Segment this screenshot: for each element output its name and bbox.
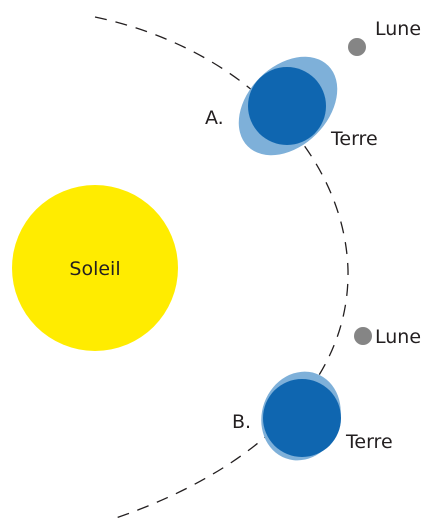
moon-a — [348, 38, 366, 56]
position-a-group: A. Terre Lune — [205, 18, 421, 156]
earth-b-label: Terre — [345, 431, 393, 453]
earth-a — [248, 67, 326, 145]
moon-b-label: Lune — [375, 326, 421, 348]
earth-b — [263, 379, 341, 457]
moon-b — [354, 327, 372, 345]
position-b-group: B. Terre Lune — [232, 326, 421, 461]
position-b-marker: B. — [232, 411, 251, 433]
earth-orbit-path — [94, 16, 349, 521]
sun-label: Soleil — [69, 258, 120, 280]
sun — [12, 185, 178, 351]
moon-a-label: Lune — [375, 18, 421, 40]
position-a-marker: A. — [205, 107, 224, 129]
earth-a-label: Terre — [330, 128, 378, 150]
